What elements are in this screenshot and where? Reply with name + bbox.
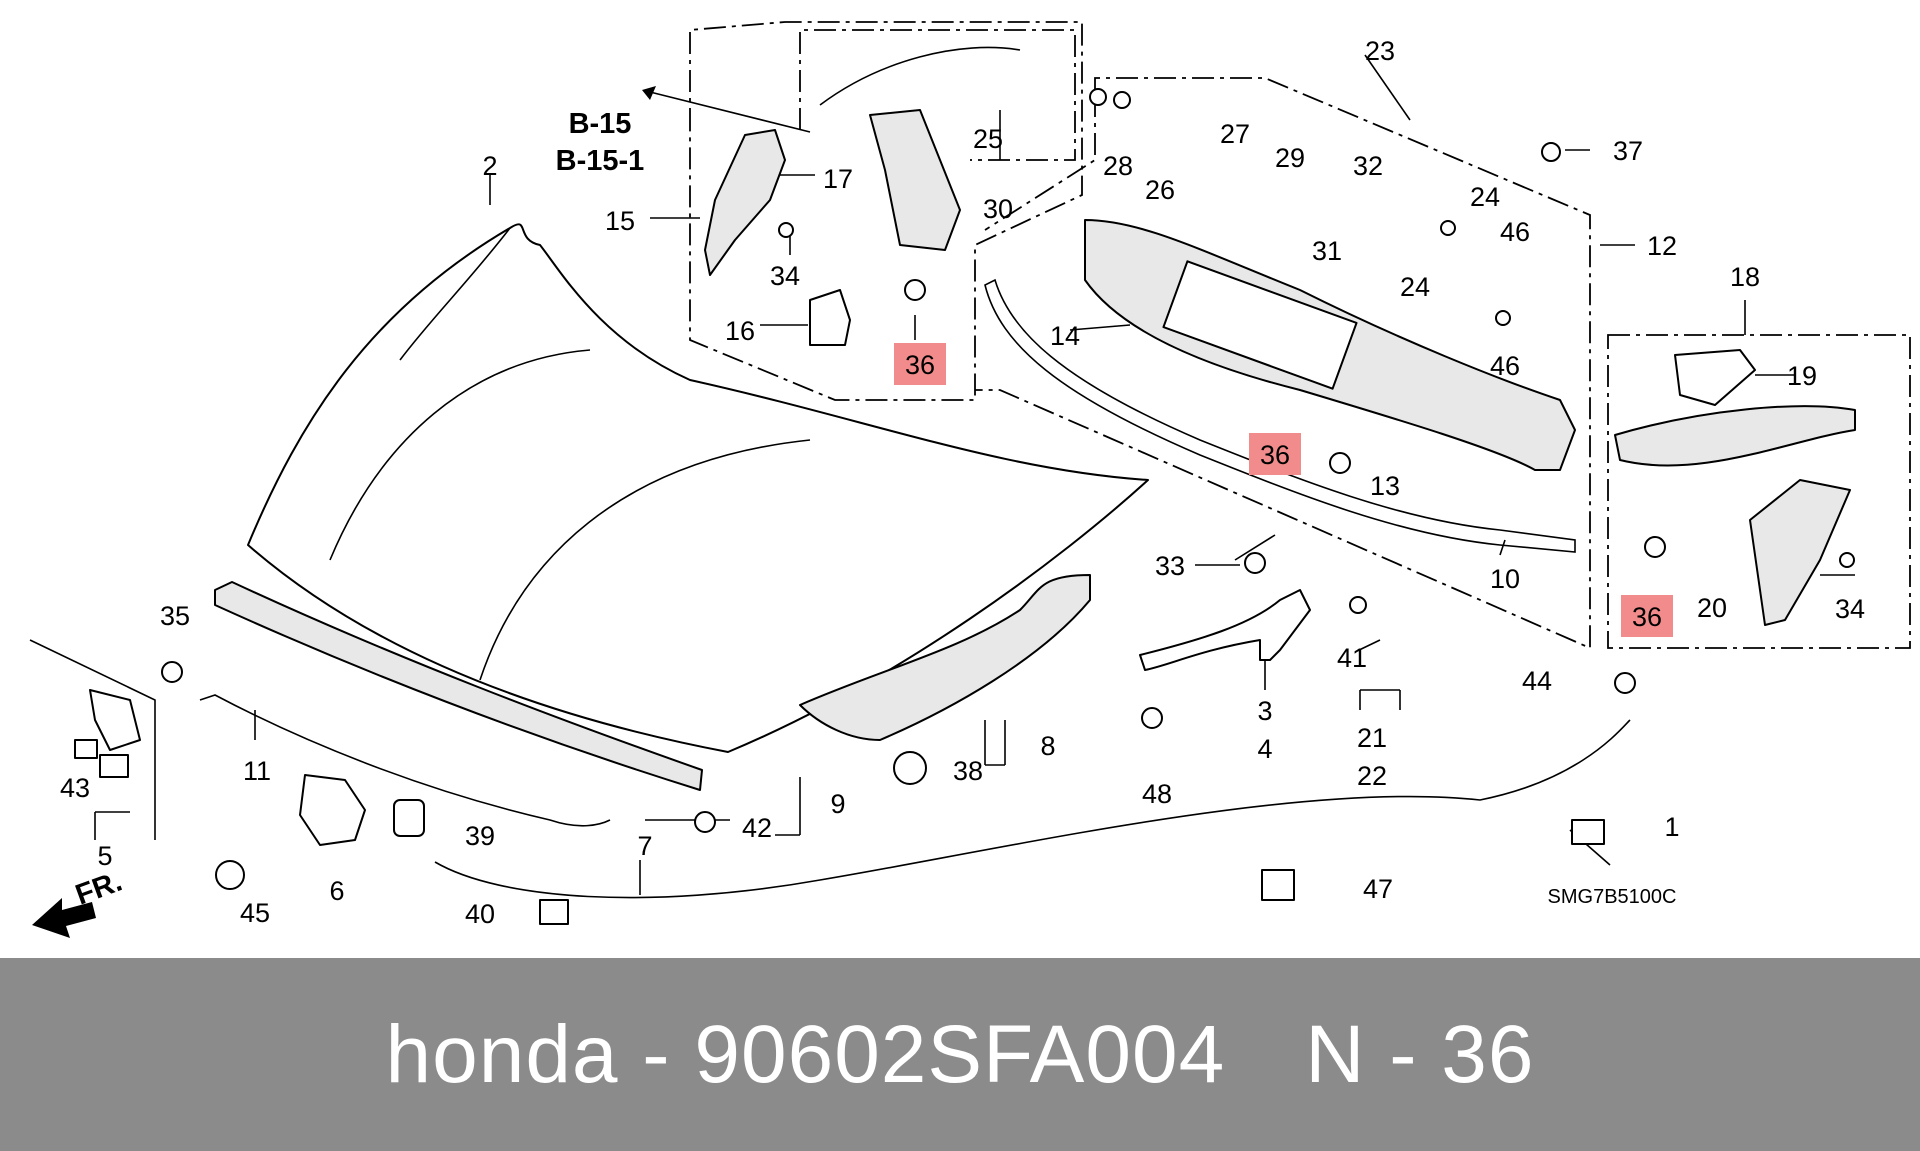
label-part-6: 6 <box>329 876 344 906</box>
label-part-33: 33 <box>1155 551 1185 581</box>
fastener-icons <box>161 88 1855 925</box>
label-part-46-b: 46 <box>1490 351 1520 381</box>
label-part-1: 1 <box>1664 812 1679 842</box>
hood-latch-switch <box>29 639 156 840</box>
label-part-45: 45 <box>240 898 270 928</box>
label-part-11: 11 <box>243 756 271 786</box>
group-box-right <box>1607 334 1911 649</box>
hood-hinge <box>1139 589 1311 671</box>
label-part-31: 31 <box>1312 236 1342 266</box>
label-part-24-a: 24 <box>1470 182 1500 212</box>
label-part-15: 15 <box>605 206 635 236</box>
label-part-16: 16 <box>725 316 755 346</box>
label-part-28: 28 <box>1103 151 1133 181</box>
footer-part-number: honda - 90602SFA004 <box>385 1008 1226 1100</box>
label-part-14: 14 <box>1050 321 1080 351</box>
leader-lines <box>94 54 1855 895</box>
label-part-35: 35 <box>160 601 190 631</box>
label-part-39: 39 <box>465 821 495 851</box>
label-part-48: 48 <box>1142 779 1172 809</box>
cowl-panel <box>1084 219 1576 471</box>
part-labels: B-15 B-15-1 FR. SMG7B5100C 1 2 3 4 5 6 7… <box>60 36 1865 929</box>
label-part-5: 5 <box>97 841 112 871</box>
label-part-26: 26 <box>1145 175 1175 205</box>
reference-arrow <box>642 86 811 133</box>
label-part-7: 7 <box>637 831 652 861</box>
hood-insulator <box>799 574 1091 741</box>
label-part-9: 9 <box>830 789 845 819</box>
label-part-8: 8 <box>1040 731 1055 761</box>
label-part-4: 4 <box>1257 734 1272 764</box>
group-box-cowl <box>975 77 1591 650</box>
label-part-36-a: 36 <box>905 350 935 380</box>
label-part-25: 25 <box>973 124 1003 154</box>
cowl-side-cover <box>1614 349 1856 626</box>
front-direction-label: FR. <box>71 866 126 912</box>
hood-release-cable <box>434 719 1631 899</box>
cowl-end-bracket <box>704 46 1021 346</box>
label-part-13: 13 <box>1370 471 1400 501</box>
header-b15-1: B-15-1 <box>556 145 645 177</box>
label-part-19: 19 <box>1787 361 1817 391</box>
label-part-46-a: 46 <box>1500 217 1530 247</box>
label-part-41: 41 <box>1337 643 1367 673</box>
highlight-box-36-b <box>1249 433 1301 475</box>
highlight-box-36-a <box>894 343 946 385</box>
label-part-20: 20 <box>1697 593 1727 623</box>
cowl-weatherstrip <box>984 278 1576 553</box>
label-part-29: 29 <box>1275 143 1305 173</box>
front-direction-arrow-icon <box>32 898 96 938</box>
label-part-24-b: 24 <box>1400 272 1430 302</box>
label-part-23: 23 <box>1365 36 1395 66</box>
label-part-34-a: 34 <box>770 261 800 291</box>
diagram-code: SMG7B5100C <box>1548 886 1677 908</box>
label-part-18: 18 <box>1730 262 1760 292</box>
hood-panel <box>247 223 1149 753</box>
hood-latch <box>299 774 366 846</box>
label-part-34-b: 34 <box>1835 594 1865 624</box>
footer-position: N - 36 <box>1305 1008 1535 1100</box>
label-part-30: 30 <box>983 194 1013 224</box>
hood-parts-diagram: B-15 B-15-1 FR. SMG7B5100C 1 2 3 4 5 6 7… <box>29 21 1911 938</box>
footer-caption: honda - 90602SFA004 N - 36 <box>0 958 1920 1151</box>
header-b15: B-15 <box>569 108 632 140</box>
label-part-42: 42 <box>742 813 772 843</box>
label-part-37: 37 <box>1613 136 1643 166</box>
label-part-44: 44 <box>1522 666 1552 696</box>
label-part-38: 38 <box>953 756 983 786</box>
label-part-36-c: 36 <box>1632 602 1662 632</box>
label-part-32: 32 <box>1353 151 1383 181</box>
label-part-27: 27 <box>1220 119 1250 149</box>
label-part-12: 12 <box>1647 231 1677 261</box>
label-part-47: 47 <box>1363 874 1393 904</box>
highlight-box-36-c <box>1621 595 1673 637</box>
label-part-21: 21 <box>1357 723 1387 753</box>
label-part-43: 43 <box>60 773 90 803</box>
label-part-2: 2 <box>482 151 497 181</box>
label-part-17: 17 <box>823 164 853 194</box>
label-part-3: 3 <box>1257 696 1272 726</box>
label-part-22: 22 <box>1357 761 1387 791</box>
footer-bar: honda - 90602SFA004 N - 36 <box>0 958 1920 1151</box>
label-part-40: 40 <box>465 899 495 929</box>
label-part-36-b: 36 <box>1260 440 1290 470</box>
group-box-upper-left <box>689 21 1083 401</box>
label-part-10: 10 <box>1490 564 1520 594</box>
hood-support-rod <box>199 694 611 827</box>
hood-front-seal <box>214 581 703 791</box>
